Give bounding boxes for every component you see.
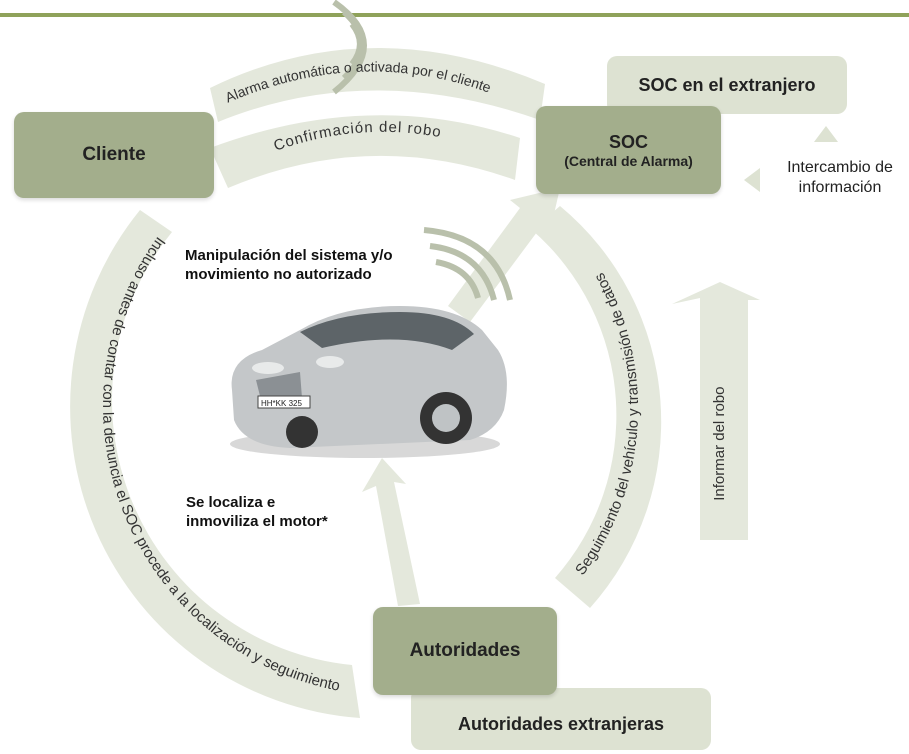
node-autoridades-extranjeras: Autoridades extranjeras <box>411 688 711 750</box>
label-intercambio-line2: información <box>798 179 882 196</box>
label-intercambio: Intercambio de información <box>774 158 906 198</box>
node-soc: SOC (Central de Alarma) <box>536 106 721 194</box>
car-image: HH*KK 325 <box>230 306 507 458</box>
node-autoridades: Autoridades <box>373 607 557 695</box>
car-plate: HH*KK 325 <box>261 399 302 408</box>
signal-waves-top <box>332 0 367 95</box>
node-autoridades-extranjeras-label: Autoridades extranjeras <box>457 713 665 734</box>
label-manipulacion-line1: Manipulación del sistema y/o <box>185 247 393 264</box>
arrow-intercambio-up <box>814 126 838 142</box>
node-soc-extranjero: SOC en el extranjero <box>607 56 847 114</box>
node-soc-subtitle: (Central de Alarma) <box>564 152 693 169</box>
arrow-confirmacion <box>210 115 520 188</box>
label-localiza: Se localiza e inmoviliza el motor* <box>186 493 328 531</box>
arrow-alarma <box>210 47 545 123</box>
node-soc-extranjero-label: SOC en el extranjero <box>638 74 816 95</box>
arrow-incluso <box>70 210 361 718</box>
text-informar: Informar del robo <box>711 387 728 501</box>
text-incluso: Incluso antes de contar con la denuncia … <box>99 234 341 695</box>
textpath-incluso: Incluso antes de contar con la denuncia … <box>99 234 341 695</box>
node-autoridades-label: Autoridades <box>409 640 521 661</box>
label-manipulacion-line2: movimiento no autorizado <box>185 266 372 283</box>
arrow-intercambio-left <box>744 168 760 192</box>
label-manipulacion: Manipulación del sistema y/o movimiento … <box>185 246 393 284</box>
node-soc-title: SOC <box>608 131 648 152</box>
textpath-informar: Informar del robo <box>711 387 728 501</box>
top-rule <box>0 13 909 17</box>
signal-waves-car <box>423 227 513 301</box>
label-localiza-line1: Se localiza e <box>186 494 276 511</box>
node-cliente-label: Cliente <box>82 144 146 165</box>
label-localiza-line2: inmoviliza el motor* <box>186 513 328 530</box>
node-cliente: Cliente <box>14 112 214 198</box>
arrow-informar <box>672 282 760 540</box>
label-intercambio-line1: Intercambio de <box>787 159 893 176</box>
arrow-seguimiento <box>532 206 662 608</box>
arrow-autoridades-to-car <box>362 458 420 606</box>
